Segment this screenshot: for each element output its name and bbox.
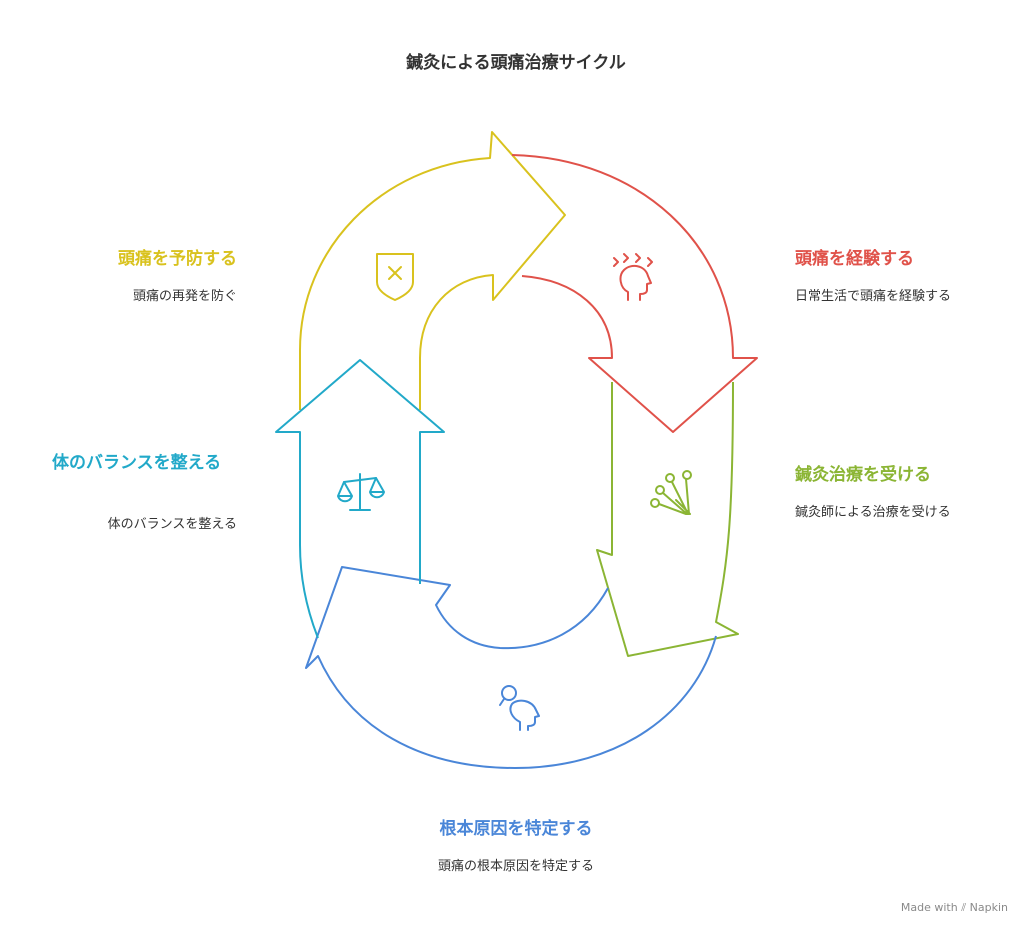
napkin-logo-icon: ⫽ bbox=[961, 901, 967, 914]
balance-scale-icon bbox=[337, 473, 385, 511]
shield-icon bbox=[376, 253, 414, 301]
arrow-treatment bbox=[596, 381, 739, 657]
stage-desc-treatment: 鍼灸師による治療を受ける bbox=[795, 505, 951, 520]
stage-desc-prevent: 頭痛の再発を防ぐ bbox=[132, 289, 237, 304]
arrow-prevent bbox=[299, 131, 566, 410]
arrow-balance bbox=[275, 359, 445, 639]
headache-icon bbox=[613, 253, 653, 301]
stage-title-treatment: 鍼灸治療を受ける bbox=[795, 465, 931, 485]
stage-title-cause: 根本原因を特定する bbox=[439, 819, 593, 839]
stage-desc-balance: 体のバランスを整える bbox=[107, 517, 237, 532]
made-with-label: Made with bbox=[900, 901, 958, 914]
diagram-title: 鍼灸による頭痛治療サイクル bbox=[406, 53, 626, 73]
arrow-cause bbox=[305, 566, 717, 769]
stage-title-prevent: 頭痛を予防する bbox=[118, 249, 237, 269]
stage-desc-cause: 頭痛の根本原因を特定する bbox=[437, 859, 594, 874]
footer-credit: Made with ⫽ Napkin bbox=[901, 901, 1008, 915]
acupuncture-needles-icon bbox=[650, 470, 692, 515]
stage-title-experience: 頭痛を経験する bbox=[795, 249, 914, 269]
arrow-experience bbox=[511, 154, 758, 433]
stage-title-balance: 体のバランスを整える bbox=[52, 453, 222, 473]
napkin-brand: Napkin bbox=[969, 901, 1008, 914]
head-search-icon bbox=[499, 685, 540, 731]
stage-desc-experience: 日常生活で頭痛を経験する bbox=[795, 289, 952, 304]
